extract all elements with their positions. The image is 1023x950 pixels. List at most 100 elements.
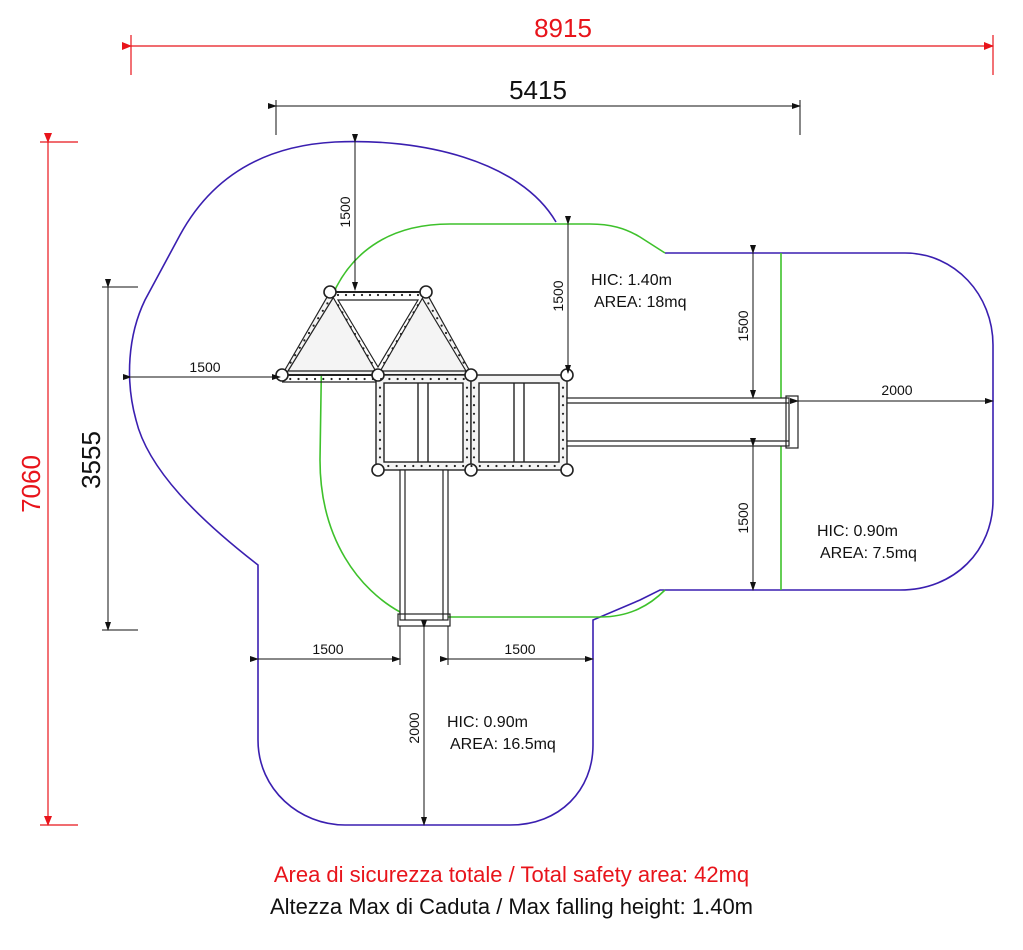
bolt-dot	[387, 354, 390, 357]
bolt-dot	[561, 438, 565, 441]
overall-width-dimension	[122, 35, 994, 75]
bolt-dot	[428, 464, 432, 468]
bolt-dot	[465, 438, 469, 441]
bolt-dot	[465, 430, 469, 433]
inner-safety-zone	[319, 223, 666, 618]
bolt-dot	[528, 464, 531, 468]
structure-height-label: 3555	[76, 431, 106, 489]
bolt-dot	[387, 464, 390, 468]
bolt-dot	[383, 361, 386, 364]
bolt-dot	[355, 377, 358, 381]
bolt-dot	[317, 317, 320, 320]
bolt-dot	[427, 302, 430, 305]
bolt-dot	[289, 377, 292, 381]
overall-width-label: 8915	[534, 13, 592, 43]
bolt-dot	[371, 377, 374, 381]
bolt-dot	[378, 430, 382, 433]
slide-top-clearance-label: 1500	[735, 310, 751, 341]
bolt-dot	[378, 456, 382, 459]
lower-left-clearance-label: 1500	[312, 641, 343, 657]
bolt-dot	[453, 346, 456, 349]
bolt-dot	[472, 447, 476, 450]
bolt-dot	[412, 311, 415, 314]
bolt-dot	[370, 361, 373, 364]
bolt-dot	[465, 404, 469, 407]
zone3-area: AREA: 16.5mq	[450, 736, 556, 753]
bolt-dot	[561, 430, 565, 433]
bolt-dot	[408, 293, 412, 297]
bolt-dot	[395, 340, 398, 343]
zone2-hic: HIC: 0.90m	[817, 523, 898, 540]
bolt-dot	[408, 318, 411, 321]
bolt-dot	[440, 324, 443, 327]
bolt-dot	[420, 464, 423, 468]
bolt-dot	[413, 377, 416, 381]
overall-height-dimension	[40, 133, 78, 826]
slide-bottom-clearance-label: 1500	[735, 502, 751, 533]
bolt-dot	[462, 464, 465, 468]
bolt-dot	[462, 361, 465, 364]
bolt-dot	[391, 347, 394, 350]
outer-safety-zone	[128, 140, 994, 826]
bolt-dot	[378, 447, 382, 450]
bolt-dot	[520, 464, 523, 468]
bolt-dot	[465, 412, 469, 415]
bolt-dot	[436, 317, 439, 320]
bolt-dot	[449, 339, 452, 342]
bolt-dot	[453, 464, 456, 468]
bolt-dot	[495, 464, 498, 468]
bolt-dot	[437, 377, 441, 381]
bolt-dot	[363, 377, 366, 381]
max-falling-height-note: Altezza Max di Caduta / Max falling heig…	[269, 894, 754, 919]
bolt-dot	[416, 293, 420, 297]
deck-right	[470, 374, 568, 471]
bolt-dot	[388, 377, 391, 381]
bolt-dot	[312, 324, 315, 327]
bolt-dot	[338, 377, 341, 381]
bolt-dot	[396, 377, 399, 381]
bolt-dot	[362, 347, 365, 350]
bolt-dot	[561, 447, 565, 450]
structure-width-dimension	[268, 100, 801, 135]
bolt-dot	[470, 464, 473, 468]
bolt-dot	[378, 404, 382, 407]
top-clearance-label: 1500	[337, 196, 353, 227]
bolt-dot	[446, 377, 449, 381]
structure-width-label: 5415	[509, 75, 567, 105]
lower-exit-label: 2000	[406, 712, 422, 743]
bolt-dot	[465, 395, 469, 398]
bolt-dot	[378, 395, 382, 398]
bolt-dot	[545, 464, 548, 468]
bolt-dot	[289, 361, 292, 364]
bolt-dot	[349, 325, 352, 328]
lower-right-clearance-dimension	[440, 626, 594, 665]
bolt-dot	[487, 464, 490, 468]
bolt-dot	[321, 309, 324, 312]
bolt-dot	[431, 309, 434, 312]
bolt-dot	[454, 377, 457, 381]
bolt-dot	[307, 331, 311, 335]
bolt-dot	[344, 293, 348, 297]
bolt-dot	[360, 293, 364, 297]
bolt-dot	[298, 346, 301, 349]
bolt-dot	[561, 404, 565, 407]
bolt-dot	[465, 447, 469, 450]
bolt-dot	[346, 377, 350, 381]
bolt-dot	[366, 354, 369, 357]
bolt-dot	[444, 331, 448, 335]
slide-exit-label: 2000	[881, 382, 912, 398]
slide-right	[566, 395, 799, 449]
bolt-dot	[437, 464, 440, 468]
overall-height-label: 7060	[16, 455, 46, 513]
bolt-dot	[368, 293, 372, 297]
bolt-dot	[561, 421, 565, 424]
bolt-dot	[511, 464, 515, 468]
bolt-dot	[336, 293, 340, 297]
bolt-dot	[345, 318, 348, 321]
zone1-area: AREA: 18mq	[594, 294, 686, 311]
slide-bottom	[397, 469, 451, 627]
bolt-dot	[462, 377, 465, 381]
zone3-hic: HIC: 0.90m	[447, 714, 528, 731]
bolt-dot	[561, 386, 565, 389]
